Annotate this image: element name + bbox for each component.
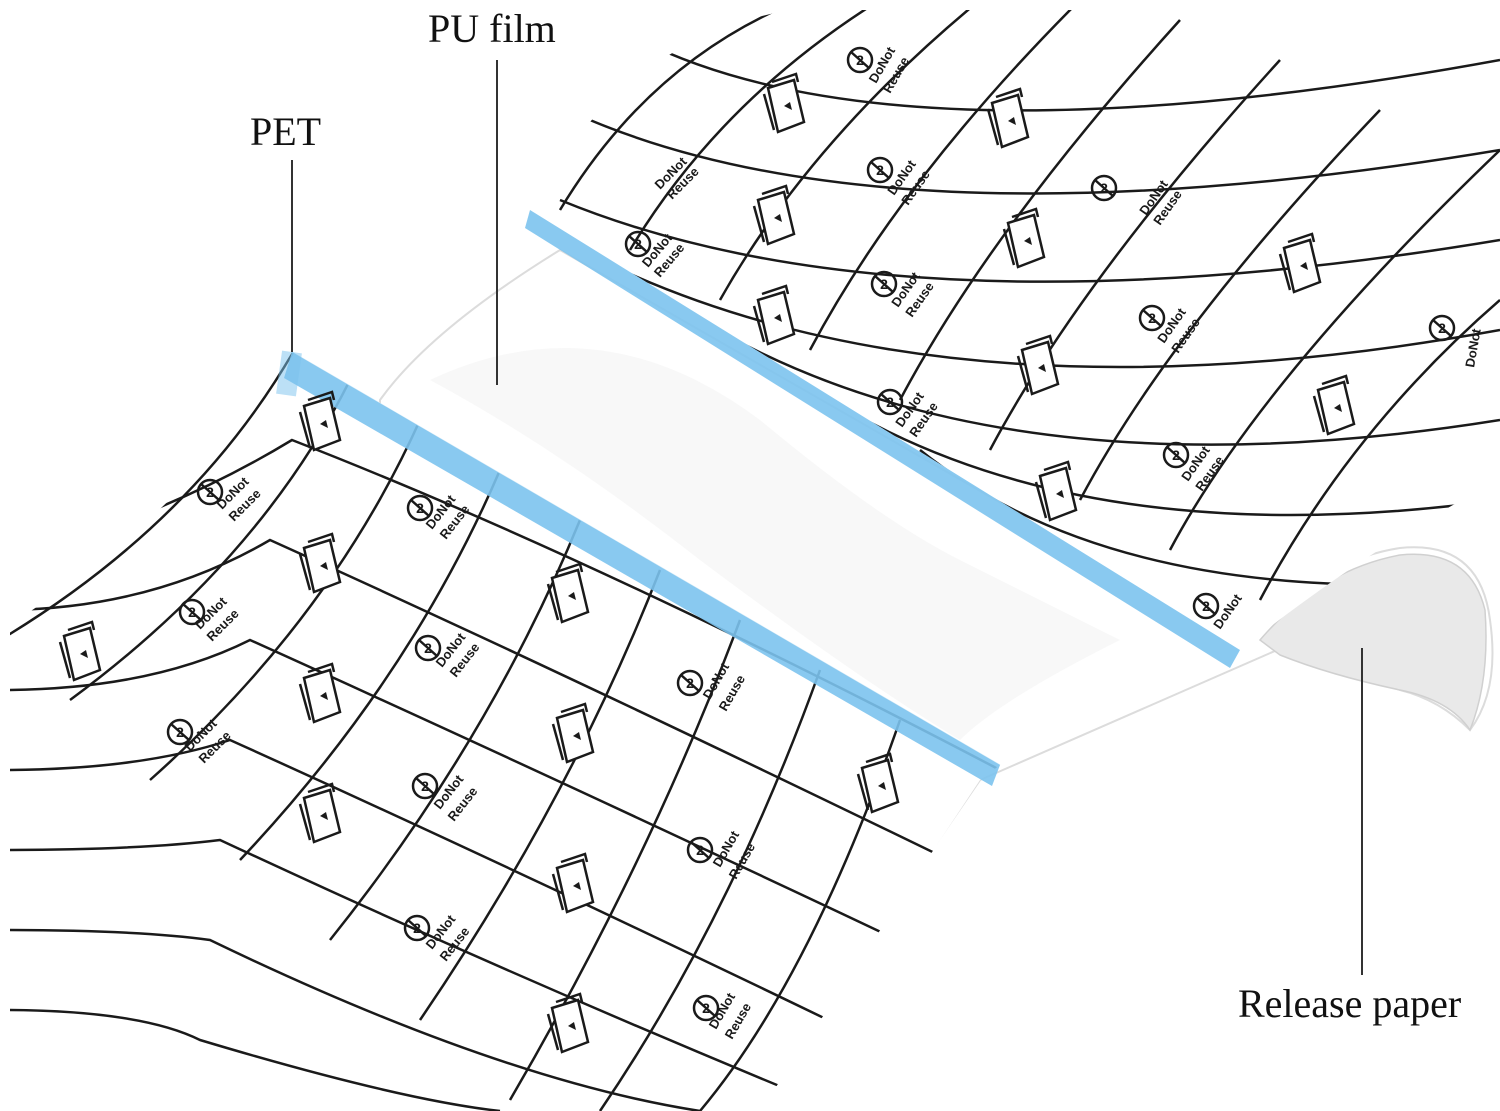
left-film-sheet: DoNot Reuse DoNot Reuse DoNot Reuse DoNo… xyxy=(10,350,1001,1111)
release-paper-label: Release paper xyxy=(1238,981,1461,1026)
do-not-reuse-text: DoNot xyxy=(1462,327,1484,369)
pet-label: PET xyxy=(250,109,321,154)
left-pet-strip xyxy=(284,352,1000,786)
right-film-sheet: DoNot Reuse DoNot Reuse DoNot Reuse DoNo… xyxy=(525,10,1500,668)
release-paper-callout: Release paper xyxy=(1238,648,1461,1026)
pu-film-callout: PU film xyxy=(428,6,556,385)
pet-callout: PET xyxy=(250,109,321,352)
pu-film-label: PU film xyxy=(428,6,556,51)
right-pet-strip xyxy=(525,210,1240,668)
